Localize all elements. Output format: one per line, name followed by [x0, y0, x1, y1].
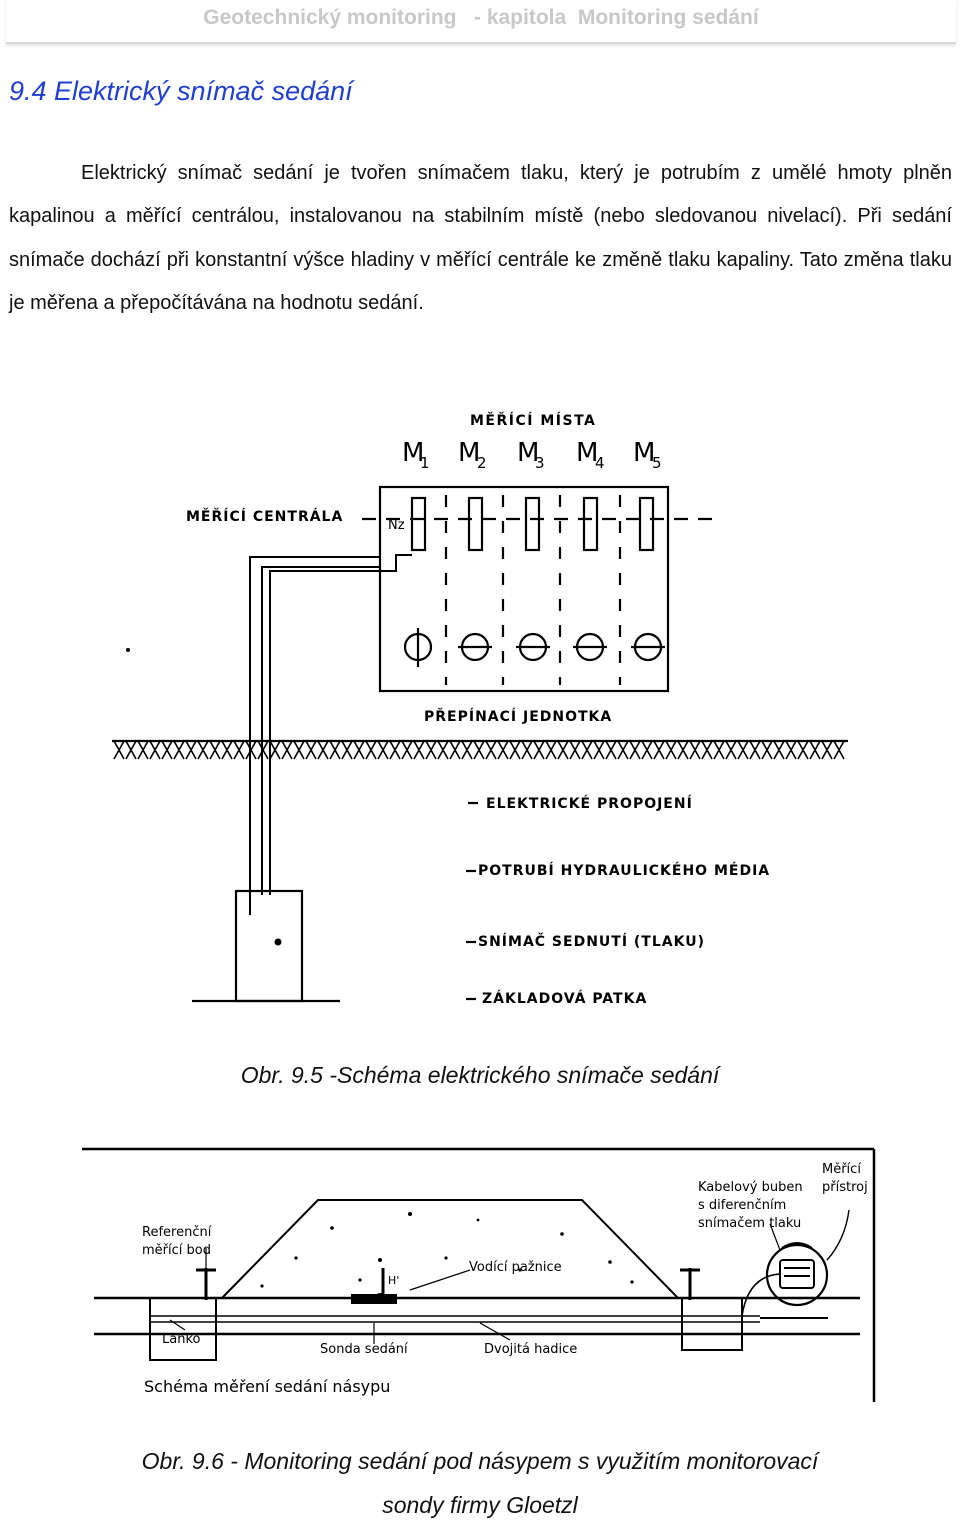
point-sub-1: 1	[420, 454, 430, 472]
figure-embankment-monitoring: Referenční měřící bod Vodící pažnice H' …	[82, 1147, 876, 1402]
label-footing: ZÁKLADOVÁ PATKA	[482, 990, 647, 1007]
right-pit	[681, 1297, 743, 1351]
embankment-dots	[260, 1212, 634, 1288]
label-switch-unit: PŘEPÍNACÍ JEDNOTKA	[424, 708, 612, 725]
legend: ELEKTRICKÉ PROPOJENÍ POTRUBÍ HYDRAULICKÉ…	[466, 795, 770, 1007]
label-electric: ELEKTRICKÉ PROPOJENÍ	[486, 795, 693, 812]
header-text: Geotechnický monitoring - kapitola Monit…	[203, 6, 759, 29]
label-cable-2: s diferenčním	[698, 1198, 786, 1213]
figure-caption-2-line1: Obr. 9.6 - Monitoring sedání pod násypem…	[141, 1448, 819, 1474]
label-instrument-1: Měřící	[822, 1162, 861, 1177]
label-reference-2: měřící bod	[142, 1243, 211, 1258]
embankment	[219, 1199, 681, 1299]
point-label-2: M	[458, 438, 480, 468]
point-sub-3: 3	[535, 454, 545, 472]
connection-cables	[249, 554, 412, 915]
label-hydraulic: POTRUBÍ HYDRAULICKÉHO MÉDIA	[478, 862, 770, 879]
label-instrument-2: přístroj	[822, 1180, 868, 1195]
sensor-box	[234, 889, 304, 1003]
point-label-1: M	[402, 438, 424, 468]
label-lanko: Lanko	[162, 1332, 201, 1347]
fig2-leaders	[169, 1223, 781, 1344]
label-sensor: SNÍMAČ SEDNUTÍ (TLAKU)	[478, 932, 705, 950]
measuring-point-labels: M 1 M 2 M 3 M 4 M 5	[402, 438, 662, 472]
figure-electric-settlement-sensor: MĚŘÍCÍ MÍSTA M 1 M 2 M 3 M 4 M 5 MĚŘÍCÍ …	[112, 412, 848, 1007]
figure-caption-1: Obr. 9.5 -Schéma elektrického snímače se…	[240, 1062, 720, 1088]
settlement-probe	[351, 1294, 397, 1304]
point-sub-5: 5	[652, 454, 662, 472]
body-paragraph: Elektrický snímač sedání je tvořen sníma…	[9, 162, 952, 314]
figure-caption-2-line2: sondy firmy Gloetzl	[382, 1492, 578, 1518]
label-central: MĚŘÍCÍ CENTRÁLA	[186, 508, 343, 525]
switch-circles	[403, 628, 665, 667]
ground-surface	[112, 739, 848, 760]
point-label-3: M	[517, 438, 539, 468]
point-sub-4: 4	[595, 454, 605, 472]
label-measuring-points: MĚŘÍCÍ MÍSTA	[470, 412, 596, 429]
internal-dashed-lines	[444, 495, 622, 685]
page-header: Geotechnický monitoring - kapitola Monit…	[6, 0, 956, 44]
label-cable-3: snímačem tlaku	[698, 1216, 801, 1231]
point-label-4: M	[576, 438, 598, 468]
label-hose: Dvojitá hadice	[484, 1342, 577, 1357]
label-reference-1: Referenční	[142, 1225, 212, 1240]
label-schema: Schéma měření sedání násypu	[144, 1377, 390, 1396]
label-probe: Sonda sedání	[320, 1342, 408, 1357]
label-h: H'	[388, 1274, 399, 1287]
cable-drum	[765, 1243, 829, 1307]
switch-unit-box	[378, 485, 670, 693]
label-cable-1: Kabelový buben	[698, 1180, 803, 1195]
level-gauges	[410, 496, 655, 552]
label-nz: Nz	[388, 518, 405, 533]
section-title: 9.4 Elektrický snímač sedání	[9, 76, 353, 106]
point-label-5: M	[633, 438, 655, 468]
label-guide: Vodící pažnice	[469, 1260, 562, 1275]
point-sub-2: 2	[477, 454, 487, 472]
reference-posts	[196, 1268, 700, 1302]
